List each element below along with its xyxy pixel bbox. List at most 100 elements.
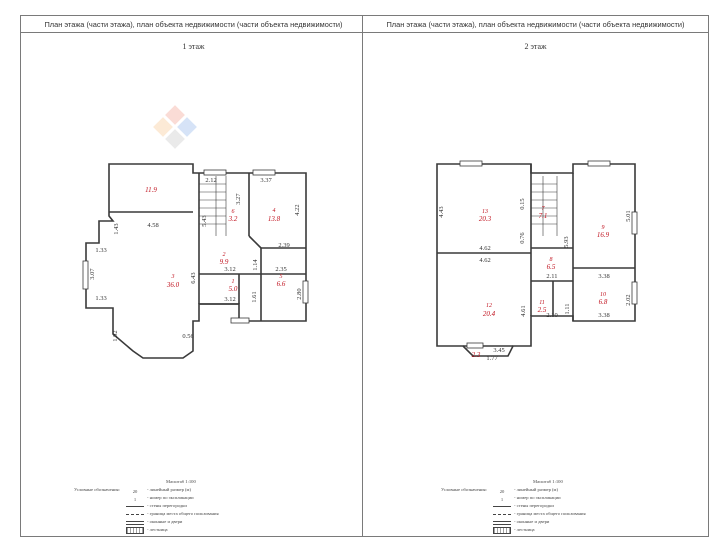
dimension-label: 2.10: [546, 312, 557, 319]
floor-plan-sheet-1: План этажа (части этажа), план объекта н…: [20, 15, 367, 537]
legend-text: - номер по экспликации: [514, 495, 561, 500]
room-number: 11: [539, 300, 545, 306]
room-area: 5.0: [229, 285, 238, 293]
legend-text: - стены перегородки: [514, 503, 554, 508]
room-number: 9: [602, 225, 605, 231]
dimension-label: 1.92: [112, 330, 119, 341]
dimension-label: 1.11: [564, 303, 571, 314]
room-number: 4: [273, 207, 276, 214]
room-number: 2: [223, 252, 226, 258]
room-area: 2.5: [538, 306, 547, 314]
legend-title: Условные обозначения:: [441, 487, 487, 492]
dimension-label: 0.76: [519, 232, 526, 244]
legend-symbol: 1: [133, 496, 137, 502]
dimension-label: 3.38: [598, 273, 609, 280]
stair-symbol-icon: [126, 526, 144, 534]
floor-plan-drawing: 11.9 3 36.0 4 13.8 6 3.2 2 9.9 5 6.6 1 5…: [82, 163, 309, 359]
room-number: 13: [482, 209, 488, 215]
legend-row: - лестница: [126, 526, 168, 534]
floor-plan-drawing: 13 20.3 7 7.1 9 16.9 8 6.5 10 6.8 11 2.5…: [436, 160, 638, 362]
dimension-label: 3.12: [224, 266, 235, 273]
dimension-label: 4.62: [479, 257, 490, 264]
room-area: 9.9: [220, 258, 229, 266]
room-area: 7.1: [539, 212, 548, 220]
room-number: 6: [232, 209, 235, 215]
legend-row: - граница места общего пользования: [126, 510, 219, 517]
legend-symbol: 20: [499, 488, 505, 494]
room-area: 6.6: [277, 280, 286, 288]
room-number: 8: [550, 257, 553, 263]
dimension-label: 1.43: [113, 223, 120, 234]
room-number: 1: [232, 279, 235, 285]
room-area: 20.4: [483, 310, 496, 318]
dimension-label: 3.45: [493, 347, 504, 354]
room-area: 6.8: [599, 298, 608, 306]
legend-row: 1 - номер по экспликации: [126, 494, 194, 502]
dimension-label: 2.02: [625, 294, 632, 305]
dimension-label: 2.12: [205, 177, 216, 184]
legend-row: - оконные и двери: [493, 518, 549, 525]
legend-text: - оконные и двери: [514, 519, 550, 524]
legend-text: - оконные и двери: [147, 519, 183, 524]
legend-row: 20 - линейный размер (м): [493, 486, 558, 494]
dimension-label: 3.38: [598, 312, 609, 319]
window-door-symbol-icon: [493, 520, 511, 525]
wall-symbol-icon: [493, 504, 511, 508]
legend-text: - граница места общего пользования: [147, 511, 219, 516]
dimension-label: 4.43: [438, 206, 445, 217]
legend-text: - лестница: [514, 527, 535, 532]
legend-row: - стены перегородки: [126, 502, 187, 509]
room-area: 11.9: [145, 186, 157, 194]
dimension-label: 6.43: [190, 272, 197, 283]
boundary-symbol-icon: [126, 512, 144, 516]
legend-text: - линейный размер (м): [514, 487, 558, 492]
room-number: 10: [600, 292, 606, 298]
room-area: 36.0: [166, 281, 180, 289]
dimension-label: 1.14: [252, 259, 259, 271]
dimension-label: 1.77: [486, 355, 498, 362]
legend-row: - граница места общего пользования: [493, 510, 586, 517]
legend-text: - лестница: [147, 527, 168, 532]
legend-symbol: 20: [132, 488, 138, 494]
dimension-label: 3.27: [235, 193, 242, 205]
legend-text: - стены перегородки: [147, 503, 187, 508]
dimension-label: 3.12: [224, 296, 235, 303]
room-area: 6.5: [547, 263, 556, 271]
stair-symbol-icon: [493, 526, 511, 534]
legend-symbol: 1: [500, 496, 504, 502]
floor-plan-sheet-2: План этажа (части этажа), план объекта н…: [362, 15, 709, 537]
dimension-label: 2.11: [546, 273, 557, 280]
dimension-label: 2.35: [275, 266, 286, 273]
room-area: 13.8: [268, 215, 281, 223]
legend-row: - оконные и двери: [126, 518, 182, 525]
room-number: 5: [280, 274, 283, 280]
dimension-label: 4.62: [479, 245, 490, 252]
legend-text: - линейный размер (м): [147, 487, 191, 492]
dimension-label: 3.37: [260, 177, 272, 184]
dimension-label: 2.39: [278, 242, 289, 249]
room-area: 3.2: [228, 215, 238, 223]
dimension-label: 1.33: [95, 295, 106, 302]
room-area: 20.3: [479, 215, 492, 223]
legend-row: - стены перегородки: [493, 502, 554, 509]
floor-title: 1 этаж: [182, 42, 205, 51]
room-number: 3: [171, 274, 175, 280]
room-number: 7: [542, 206, 546, 212]
dimension-label: 0.15: [519, 198, 526, 209]
dimension-label: 2.80: [296, 288, 303, 299]
legend-row: - лестница: [493, 526, 535, 534]
legend-title: Условные обозначения:: [74, 487, 120, 492]
dimension-label: 4.61: [520, 305, 527, 316]
dimension-label: 1.61: [251, 291, 258, 302]
dimension-label: 5.01: [625, 210, 632, 221]
dimension-label: 5.43: [201, 215, 208, 226]
legend-text: - номер по экспликации: [147, 495, 194, 500]
room-area: 16.9: [597, 231, 610, 239]
room-number: 12: [486, 303, 492, 309]
dimension-label: 1.33: [95, 247, 106, 254]
dimension-label: 3.07: [89, 268, 96, 280]
legend-scale: Масштаб 1:100: [166, 479, 196, 484]
dimension-label: 4.58: [147, 222, 158, 229]
room-area: 2.3: [472, 351, 481, 359]
floor-title: 2 этаж: [524, 42, 547, 51]
